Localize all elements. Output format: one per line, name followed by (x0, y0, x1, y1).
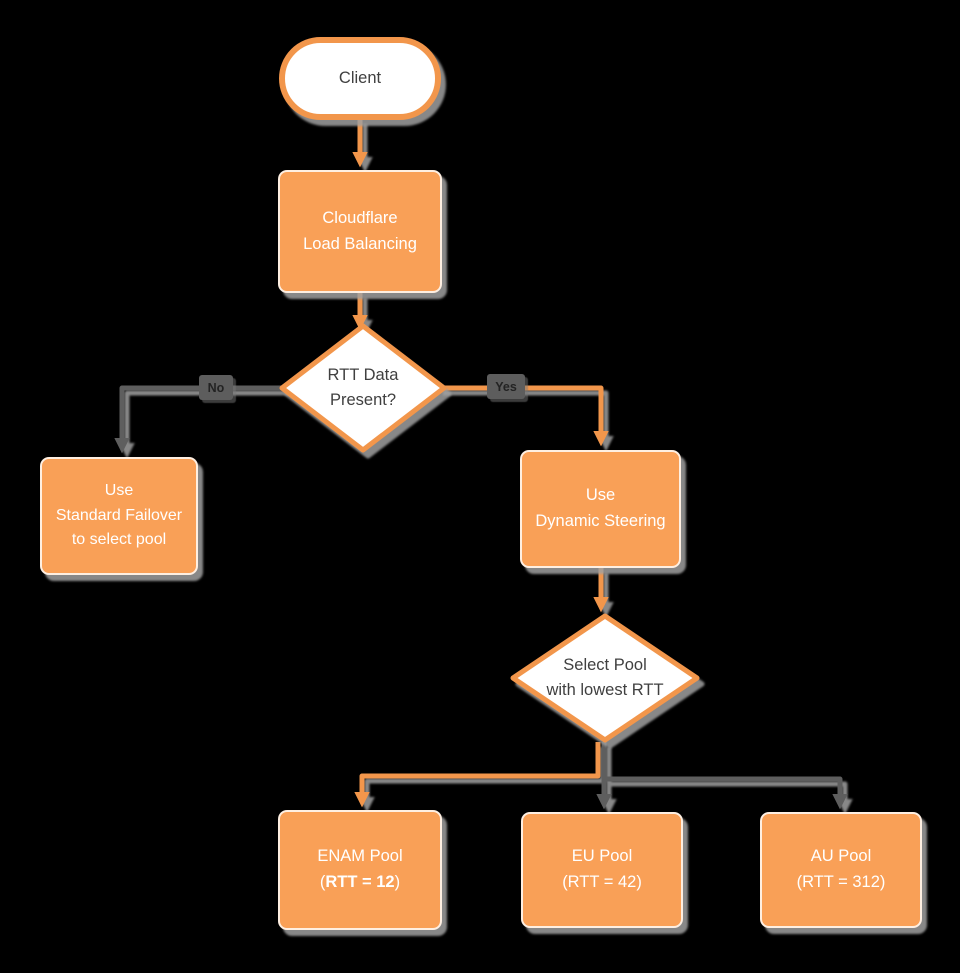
node-cloudflare-line2: Load Balancing (303, 234, 417, 253)
eu-pool-line1: EU Pool (571, 847, 633, 866)
edge-label-no: No (199, 375, 233, 400)
node-use-dynamic-steering: Use Dynamic Steering (520, 450, 681, 568)
standard-failover-line3: to select pool (71, 531, 167, 549)
diamond-shape (510, 613, 700, 743)
edge-label-no-text: No (207, 380, 225, 395)
enam-pool-line1: ENAM Pool (317, 847, 403, 866)
node-cloudflare-line1: Cloudflare (322, 208, 398, 227)
node-au-pool: AU Pool (RTT = 312) (760, 812, 922, 928)
node-eu-pool: EU Pool (RTT = 42) (521, 812, 683, 928)
au-pool-line2: (RTT = 312) (796, 873, 886, 891)
node-client: Client (279, 37, 441, 120)
decision-rtt-data-present: RTT Data Present? (278, 322, 448, 454)
au-pool-line1: AU Pool (810, 847, 872, 866)
diamond-shape (279, 323, 447, 453)
eu-pool-line2: (RTT = 42) (562, 873, 642, 891)
edge-label-yes-text: Yes (495, 379, 517, 394)
select-pool-line1: Select Pool (563, 656, 647, 675)
enam-paren-close: ) (394, 873, 401, 891)
edge-select-pool-to-enam (354, 742, 601, 808)
dynamic-steering-line2: Dynamic Steering (535, 512, 666, 530)
node-client-label: Client (338, 69, 382, 87)
enam-pool-line2: (RTT = 12) (320, 870, 400, 896)
dynamic-steering-line1: Use (585, 486, 616, 505)
rtt-decision-line2: Present? (329, 391, 397, 409)
edge-label-yes: Yes (487, 374, 525, 399)
enam-paren-open: ( (319, 873, 326, 891)
standard-failover-line1: Use (104, 481, 134, 499)
edge-select-pool-to-au (604, 776, 848, 810)
rtt-decision-line1: RTT Data (327, 366, 399, 385)
node-cloudflare-load-balancing: Cloudflare Load Balancing (278, 170, 442, 293)
select-pool-line2: with lowest RTT (546, 681, 664, 699)
enam-rtt-value: RTT = 12 (325, 873, 395, 891)
decision-select-pool: Select Pool with lowest RTT (509, 612, 701, 744)
node-enam-pool: ENAM Pool (RTT = 12) (278, 810, 442, 930)
node-use-standard-failover: Use Standard Failover to select pool (40, 457, 198, 575)
standard-failover-line2: Standard Failover (55, 506, 183, 524)
